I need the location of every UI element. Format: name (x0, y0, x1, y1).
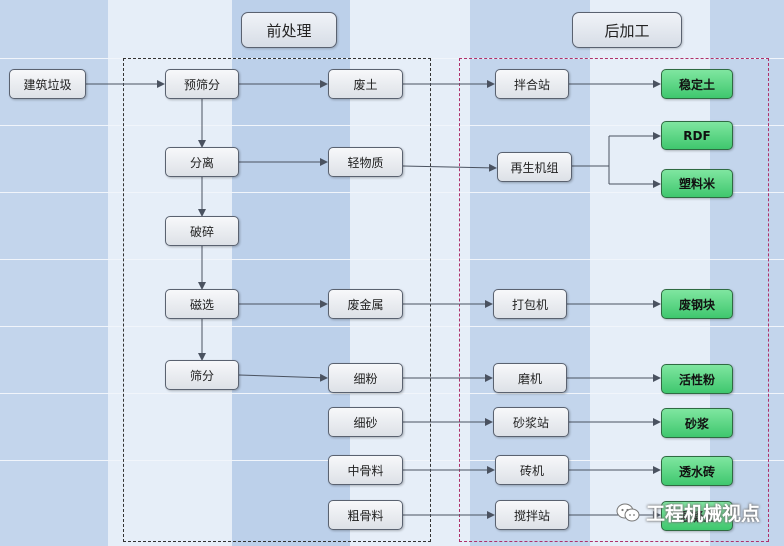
node-mill: 磨机 (493, 363, 567, 393)
pre-processing-region (123, 58, 431, 542)
node-medium-aggregate: 中骨料 (328, 455, 403, 485)
bg-row-line (0, 125, 784, 126)
output-scrap-steel-block: 废钢块 (661, 289, 733, 319)
bg-row-line (0, 326, 784, 327)
output-rdf: RDF (661, 121, 733, 150)
node-magnetic-separation: 磁选 (165, 289, 239, 319)
node-mixing-station: 拌合站 (495, 69, 569, 99)
watermark: 工程机械视点 (616, 499, 760, 526)
node-stirring-station: 搅拌站 (495, 500, 569, 530)
output-permeable-brick: 透水砖 (661, 456, 733, 486)
node-fine-sand: 细砂 (328, 407, 403, 437)
node-brick-machine: 砖机 (495, 455, 569, 485)
watermark-text: 工程机械视点 (646, 503, 761, 525)
bg-row-line (0, 259, 784, 260)
header-pre-processing: 前处理 (241, 12, 337, 48)
node-baler: 打包机 (493, 289, 567, 319)
output-active-powder: 活性粉 (661, 364, 733, 394)
node-crushing: 破碎 (165, 216, 239, 246)
node-waste-soil: 废土 (328, 69, 403, 99)
bg-row-line (0, 192, 784, 193)
node-light-material: 轻物质 (328, 147, 403, 177)
node-construction-waste: 建筑垃圾 (9, 69, 86, 99)
node-screening: 筛分 (165, 360, 239, 390)
output-plastic-pellets: 塑料米 (661, 169, 733, 198)
node-coarse-aggregate: 粗骨料 (328, 500, 403, 530)
output-concrete: 混凝土 (661, 501, 733, 531)
node-pre-screening: 预筛分 (165, 69, 239, 99)
wechat-icon (616, 502, 640, 524)
bg-row-line (0, 393, 784, 394)
output-mortar: 砂浆 (661, 408, 733, 438)
post-processing-region (459, 58, 769, 542)
node-scrap-metal: 废金属 (328, 289, 403, 319)
node-mortar-station: 砂浆站 (493, 407, 569, 437)
node-fine-powder: 细粉 (328, 363, 403, 393)
header-post-processing: 后加工 (572, 12, 682, 48)
node-separation: 分离 (165, 147, 239, 177)
output-stabilized-soil: 稳定土 (661, 69, 733, 99)
node-regeneration-unit: 再生机组 (497, 152, 572, 182)
